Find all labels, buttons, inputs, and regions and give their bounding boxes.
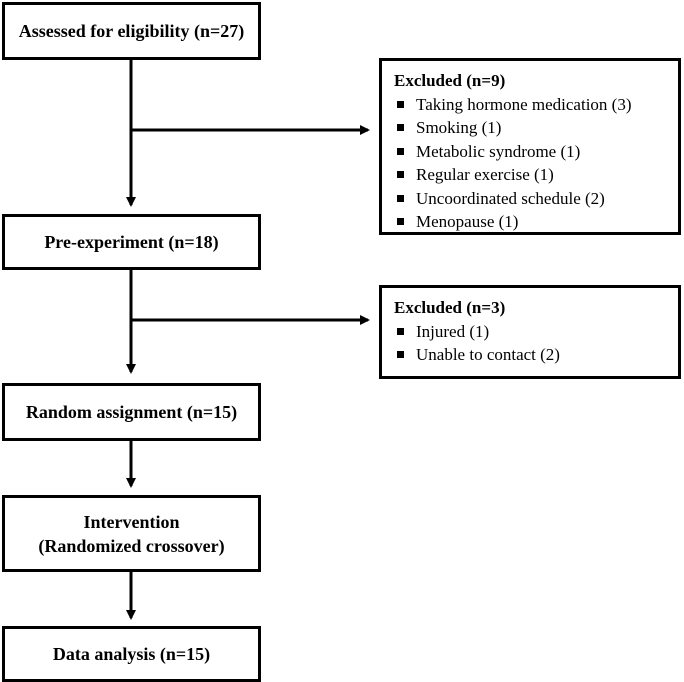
excluded-2-list: Injured (1) Unable to contact (2) <box>394 320 668 367</box>
pre-experiment-label: Pre-experiment (n=18) <box>44 232 219 252</box>
list-item: Metabolic syndrome (1) <box>394 140 668 164</box>
data-analysis-box: Data analysis (n=15) <box>2 626 261 682</box>
bullet-square-icon <box>397 147 404 155</box>
excluded-1-title: Excluded (n=9) <box>394 71 506 90</box>
excluded-box-2: Excluded (n=3) Injured (1) Unable to con… <box>379 285 681 379</box>
data-analysis-label: Data analysis (n=15) <box>52 644 211 664</box>
bullet-square-icon <box>397 327 404 335</box>
list-item: Regular exercise (1) <box>394 163 668 187</box>
excluded-1-list: Taking hormone medication (3) Smoking (1… <box>394 93 668 234</box>
intervention-box: Intervention (Randomized crossover) <box>2 495 261 572</box>
list-item: Taking hormone medication (3) <box>394 93 668 117</box>
excluded-2-title: Excluded (n=3) <box>394 298 506 317</box>
bullet-square-icon <box>397 171 404 178</box>
list-item: Menopause (1) <box>394 210 668 234</box>
list-item: Uncoordinated schedule (2) <box>394 187 668 211</box>
excluded-box-1: Excluded (n=9) Taking hormone medication… <box>379 58 681 235</box>
eligibility-box: Assessed for eligibility (n=27) <box>2 2 261 60</box>
bullet-square-icon <box>397 194 404 202</box>
intervention-label: Intervention <box>83 511 180 532</box>
list-item: Injured (1) <box>394 320 668 344</box>
bullet-square-icon <box>397 218 404 225</box>
bullet-square-icon <box>397 351 404 358</box>
eligibility-label: Assessed for eligibility (n=27) <box>18 21 245 41</box>
list-item: Unable to contact (2) <box>394 343 668 367</box>
bullet-square-icon <box>397 124 404 131</box>
list-item: Smoking (1) <box>394 116 668 140</box>
random-assignment-box: Random assignment (n=15) <box>2 383 261 441</box>
intervention-sublabel: (Randomized crossover) <box>38 535 225 556</box>
bullet-square-icon <box>397 100 404 108</box>
pre-experiment-box: Pre-experiment (n=18) <box>2 214 261 270</box>
random-assignment-label: Random assignment (n=15) <box>25 402 238 422</box>
